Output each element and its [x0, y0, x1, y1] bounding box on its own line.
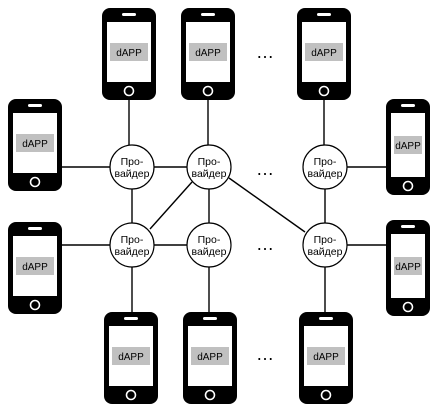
app-tile [307, 347, 345, 365]
app-label: dAPP [116, 48, 142, 59]
speaker-icon [28, 104, 42, 107]
phone-bottom-2: dAPP [183, 312, 237, 404]
app-label: dAPP [22, 262, 48, 273]
provider-label: вайдер [308, 168, 343, 180]
ellipses: … … … … [256, 42, 274, 364]
app-tile [191, 347, 229, 365]
provider-r2-1: Про-вайдер [109, 222, 155, 268]
home-button-icon [29, 176, 41, 188]
app-label: dAPP [311, 48, 337, 59]
speaker-icon [203, 317, 217, 320]
nodes: dAPP dAPP dAPP dAPP dAPP dAPP dAPP dAPP dAPP dAPP… [8, 8, 430, 404]
provider-label: вайдер [308, 246, 343, 258]
app-tile [16, 257, 54, 275]
provider-r2-3: Про-вайдер [302, 222, 348, 268]
provider-label: вайдер [192, 246, 227, 258]
app-tile [189, 43, 227, 61]
provider-label: вайдер [115, 168, 150, 180]
app-tile [305, 43, 343, 61]
provider-label: Про- [314, 156, 337, 168]
app-tile [394, 257, 422, 275]
provider-r1-3: Про-вайдер [302, 144, 348, 190]
provider-node [302, 222, 348, 268]
ellipsis-marker: … [256, 234, 274, 254]
speaker-icon [319, 317, 333, 320]
phone-right-2: dAPP [386, 220, 430, 316]
app-label: dAPP [197, 352, 223, 363]
provider-label: Про- [198, 156, 221, 168]
phone-left-1: dAPP [8, 99, 62, 191]
home-button-icon [123, 85, 135, 97]
app-tile [112, 347, 150, 365]
provider-node [109, 222, 155, 268]
home-button-icon [402, 301, 414, 313]
app-label: dAPP [195, 48, 221, 59]
phone-left-2: dAPP [8, 222, 62, 314]
provider-r1-2: Про-вайдер [186, 144, 232, 190]
app-label: dAPP [313, 352, 339, 363]
phone-right-1: dAPP [386, 99, 430, 195]
provider-node [186, 222, 232, 268]
provider-node [186, 144, 232, 190]
provider-label: Про- [121, 156, 144, 168]
app-tile [394, 136, 422, 154]
home-button-icon [402, 180, 414, 192]
app-label: dAPP [22, 139, 48, 150]
home-button-icon [202, 85, 214, 97]
speaker-icon [124, 317, 138, 320]
provider-r2-2: Про-вайдер [186, 222, 232, 268]
speaker-icon [401, 104, 415, 107]
speaker-icon [28, 227, 42, 230]
speaker-icon [201, 13, 215, 16]
home-button-icon [125, 389, 137, 401]
speaker-icon [317, 13, 331, 16]
ellipsis-marker: … [256, 42, 274, 62]
provider-label: вайдер [192, 168, 227, 180]
app-label: dAPP [395, 141, 421, 152]
provider-label: вайдер [115, 246, 150, 258]
phone-top-2: dAPP [181, 8, 235, 100]
phone-bottom-1: dAPP [104, 312, 158, 404]
phone-top-3: dAPP [297, 8, 351, 100]
connection-line [149, 181, 193, 230]
provider-label: Про- [198, 234, 221, 246]
provider-node [302, 144, 348, 190]
phone-bottom-3: dAPP [299, 312, 353, 404]
ellipsis-marker: … [256, 159, 274, 179]
provider-r1-1: Про-вайдер [109, 144, 155, 190]
app-label: dAPP [395, 262, 421, 273]
app-tile [110, 43, 148, 61]
home-button-icon [318, 85, 330, 97]
provider-label: Про- [314, 234, 337, 246]
home-button-icon [204, 389, 216, 401]
home-button-icon [320, 389, 332, 401]
app-tile [16, 134, 54, 152]
home-button-icon [29, 299, 41, 311]
provider-label: Про- [121, 234, 144, 246]
speaker-icon [401, 225, 415, 228]
speaker-icon [122, 13, 136, 16]
provider-node [109, 144, 155, 190]
app-label: dAPP [118, 352, 144, 363]
phone-top-1: dAPP [102, 8, 156, 100]
ellipsis-marker: … [256, 344, 274, 364]
connection-line [228, 177, 306, 233]
connections [62, 100, 386, 312]
